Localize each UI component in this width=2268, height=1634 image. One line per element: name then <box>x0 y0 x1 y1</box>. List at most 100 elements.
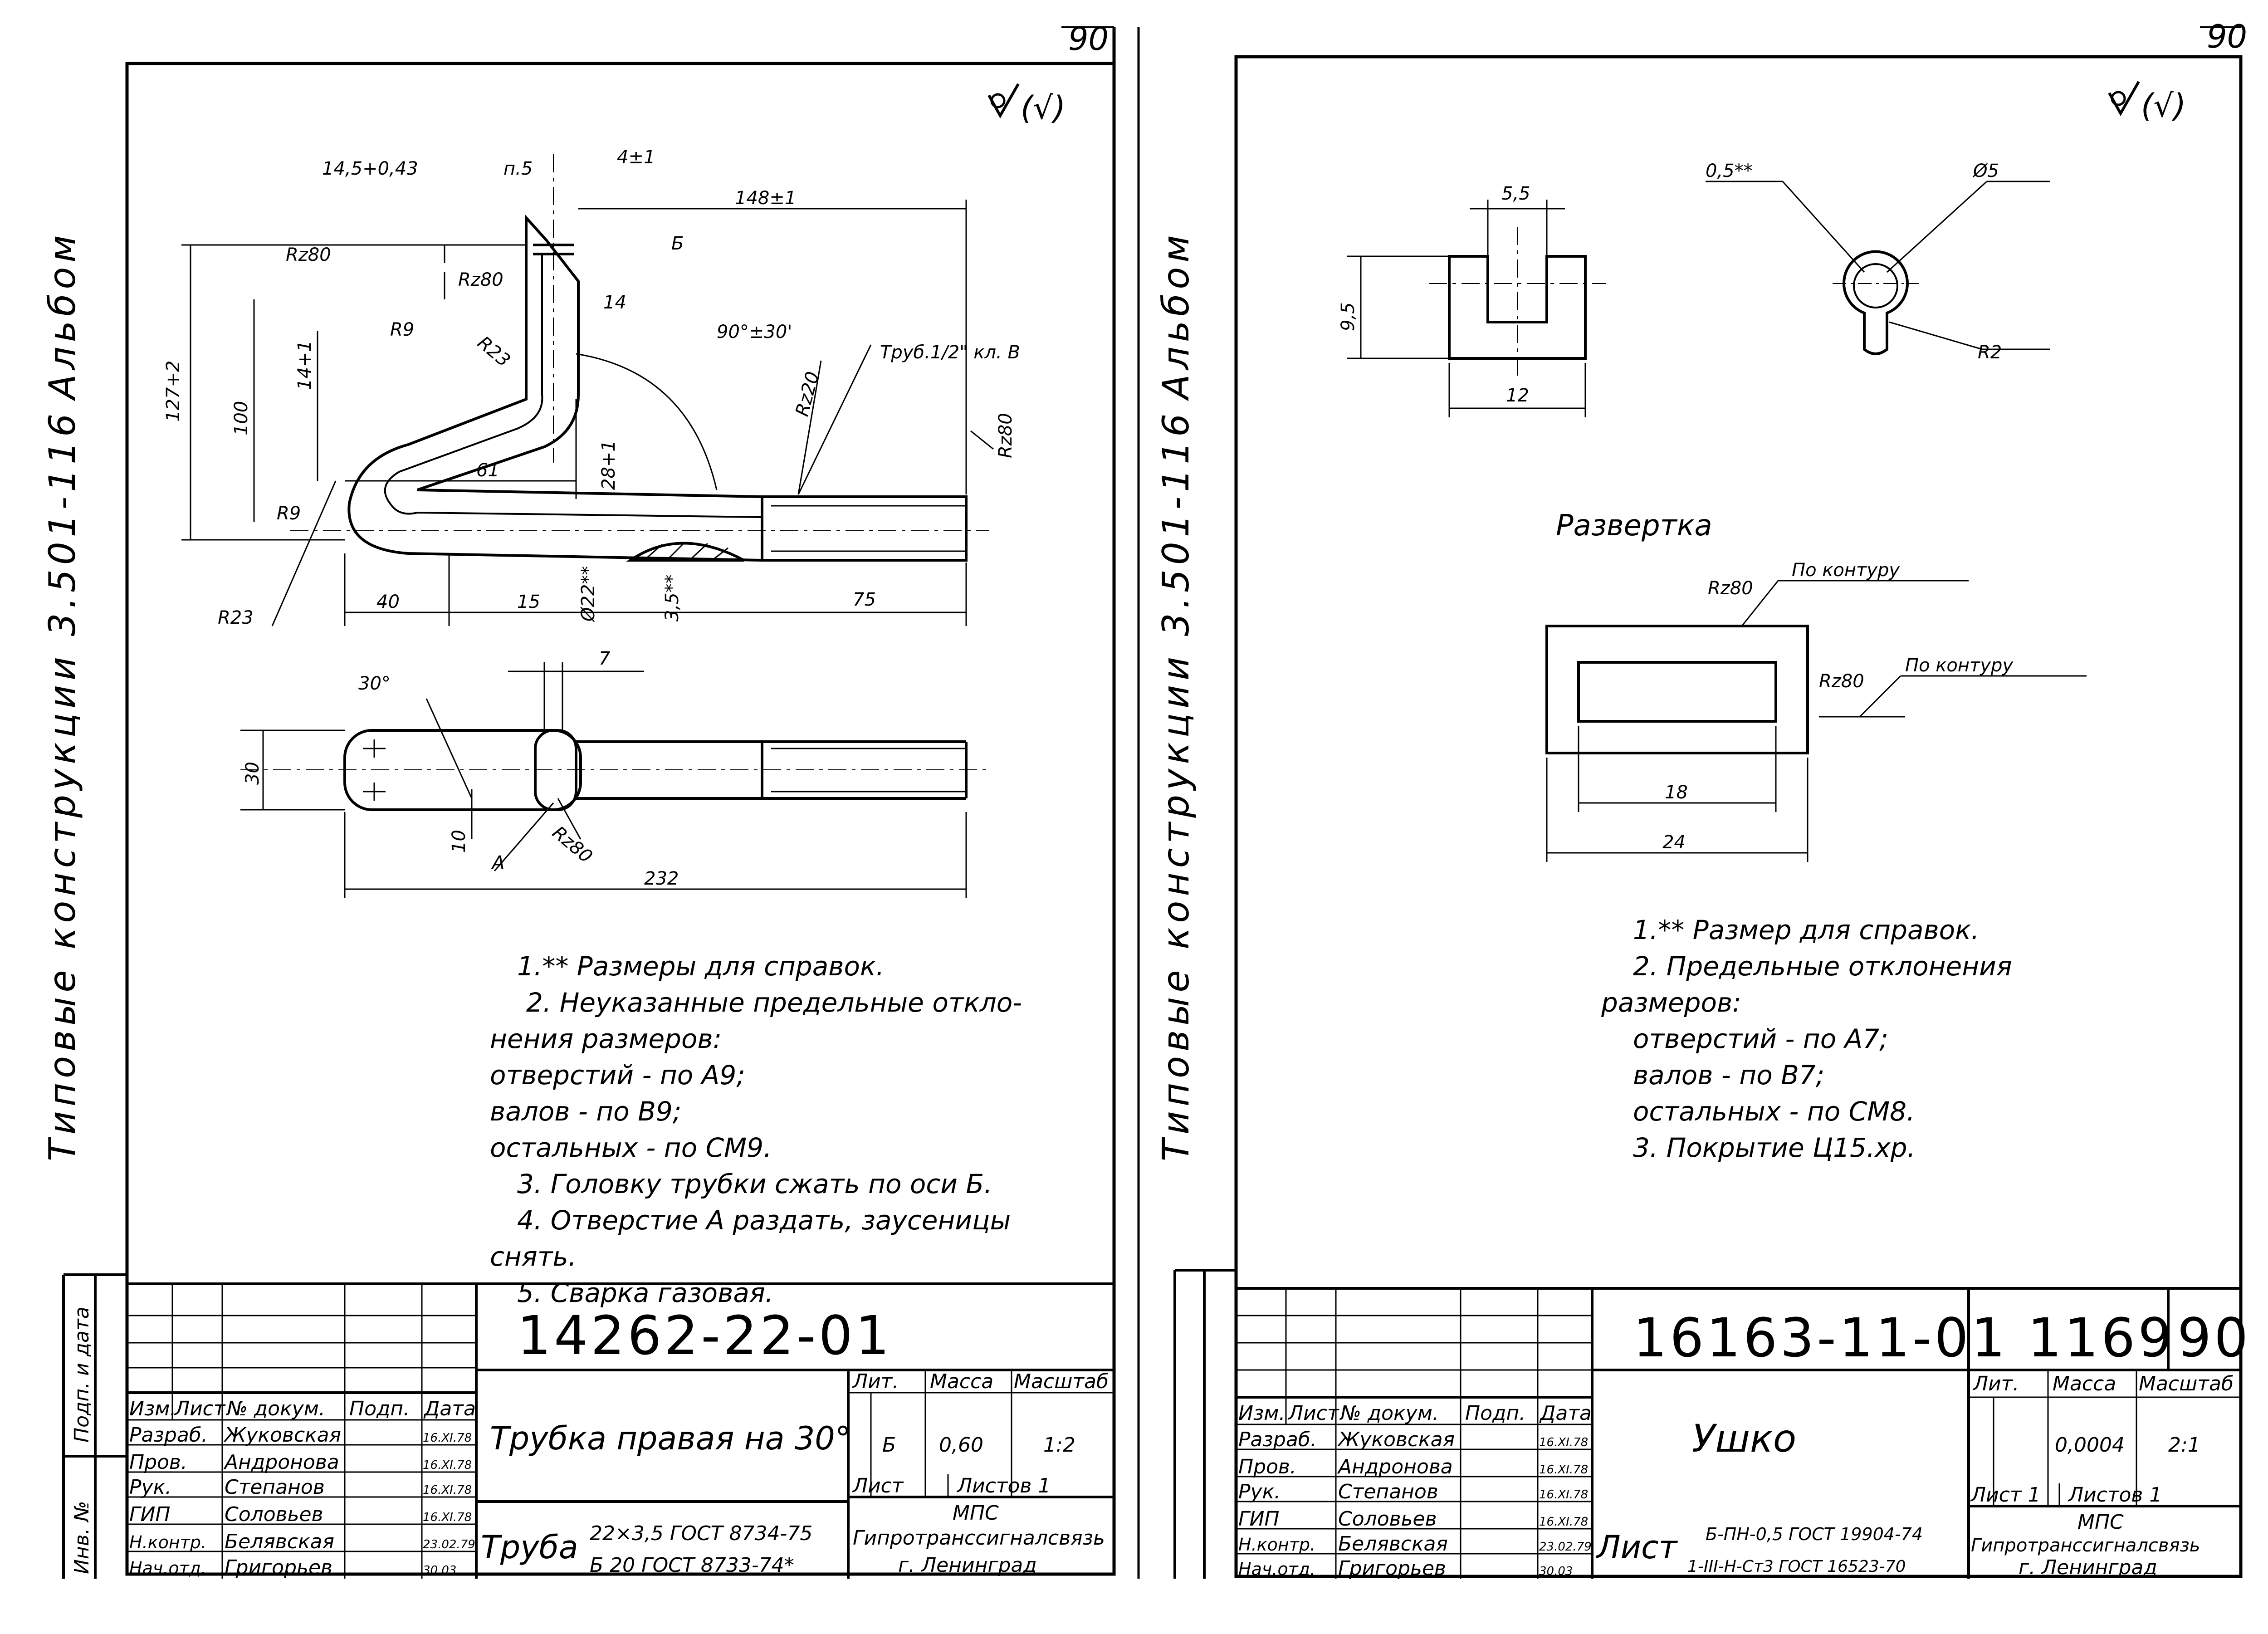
right-col-list: Лист <box>1287 1402 1339 1425</box>
right-note-3: размеров: <box>1601 987 1741 1018</box>
left-name-0: Жуковская <box>223 1424 341 1447</box>
right-part-name: Ушко <box>1692 1416 1796 1461</box>
right-note-7: 3. Покрытие Ц15.хр. <box>1633 1132 1916 1163</box>
right-role-3: ГИП <box>1238 1507 1280 1531</box>
dim-r23-bottom: R23 <box>218 607 254 628</box>
dim-tube-spec: Труб.1/2" кл. В <box>880 342 1020 363</box>
right-date-3: 16.XI.78 <box>1539 1515 1588 1529</box>
right-hdr-lit: Лит. <box>1972 1372 2019 1395</box>
dim-contour-2: По контуру <box>1905 655 2014 676</box>
left-note-10: 5. Сварка газовая. <box>517 1277 773 1308</box>
right-material-1: Б-ПН-0,5 ГОСТ 19904-74 <box>1706 1524 1923 1544</box>
right-name-3: Соловьев <box>1338 1507 1437 1531</box>
ushko-development-labels: Rz80 По контуру Rz80 По контуру 18 24 <box>1662 560 2014 853</box>
right-roughness-text: (√) <box>2141 87 2186 124</box>
right-note-6: остальных - по CM8. <box>1633 1096 1915 1127</box>
left-name-1: Андронова <box>223 1451 339 1474</box>
left-mass-value: 0,60 <box>939 1433 983 1457</box>
left-lit-value: Б <box>882 1433 896 1457</box>
left-org-2: Гипротранссигналсвязь <box>853 1526 1105 1550</box>
left-role-2: Рук. <box>129 1476 171 1499</box>
ushko-front-dims <box>1347 200 1586 417</box>
left-date-2: 16.XI.78 <box>423 1483 472 1497</box>
right-note-1: 1.** Размер для справок. <box>1633 915 1980 945</box>
left-date-1: 16.XI.78 <box>423 1458 472 1472</box>
dim-5-5: 5,5 <box>1501 183 1530 204</box>
left-note-5: валов - по B9; <box>490 1096 681 1127</box>
ushko-section-dims <box>1706 181 2050 350</box>
left-org-3: г. Ленинград <box>898 1554 1037 1577</box>
right-name-0: Жуковская <box>1337 1428 1455 1451</box>
dim-p5: п.5 <box>503 158 533 179</box>
left-role-1: Пров. <box>129 1451 187 1474</box>
dim-127: 127+2 <box>163 361 184 422</box>
dim-100: 100 <box>231 401 252 435</box>
dim-r2: R2 <box>1978 342 2002 363</box>
right-title-block: 16163-11-01 1169 90 Ушко Лит. Масса Масш… <box>1173 1269 2248 1580</box>
tube-plan-labels: 30° 7 30 10 A Rz80 232 <box>242 648 679 889</box>
dim-14-5: 14,5+0,43 <box>322 158 418 179</box>
right-roughness-mark: (√) <box>2108 81 2186 124</box>
right-mass-value: 0,0004 <box>2055 1433 2125 1457</box>
dim-15: 15 <box>517 592 540 612</box>
right-role-1: Пров. <box>1238 1455 1296 1478</box>
right-hdr-scale: Масштаб <box>2139 1372 2234 1395</box>
dim-0-5: 0,5** <box>1706 161 1753 181</box>
right-side-caption: Типовые конструкции 3.501-116 Альбом <box>1155 230 1197 1161</box>
left-part-name: Трубка правая на 30° <box>490 1420 851 1457</box>
ushko-front-view <box>1429 227 1606 377</box>
right-col-izm: Изм. <box>1238 1402 1286 1425</box>
left-role-4: Н.контр. <box>129 1532 206 1552</box>
left-name-4: Белявская <box>225 1530 334 1553</box>
right-role-2: Рук. <box>1238 1480 1281 1503</box>
dim-4-pm-1: 4±1 <box>617 147 655 168</box>
right-org-1: МПС <box>2077 1511 2124 1534</box>
right-note-4: отверстий - по A7; <box>1633 1023 1888 1054</box>
right-sheet-frame <box>1234 26 2243 1578</box>
right-date-0: 16.XI.78 <box>1539 1436 1588 1449</box>
left-date-4: 23.02.79 <box>423 1538 475 1551</box>
right-hdr-sheet: Лист 1 <box>1970 1483 2040 1507</box>
dim-r23-top: R23 <box>474 332 514 371</box>
right-org-2: Гипротранссигналсвязь <box>1971 1535 2200 1556</box>
right-page-number: 90 <box>2207 18 2247 55</box>
left-note-1: 1.** Размеры для справок. <box>517 951 884 982</box>
right-name-5: Григорьев <box>1338 1557 1446 1580</box>
dim-232: 232 <box>644 868 679 889</box>
left-note-9: снять. <box>490 1241 577 1272</box>
left-name-2: Степанов <box>225 1476 325 1499</box>
left-hdr-lit: Лит. <box>852 1370 899 1393</box>
right-doc-number: 16163-11-01 <box>1633 1306 2008 1369</box>
left-col-izm: Изм. <box>129 1397 176 1420</box>
left-material-label: Труба <box>481 1529 578 1566</box>
right-material-2: 1-III-Н-Ст3 ГОСТ 16523-70 <box>1687 1557 1906 1576</box>
dim-r9-top: R9 <box>390 319 414 340</box>
ushko-section-labels: 0,5** Ø5 R2 <box>1706 161 2002 363</box>
left-org-1: МПС <box>953 1502 999 1525</box>
right-col-docnum: № докум. <box>1339 1402 1439 1425</box>
right-date-1: 16.XI.78 <box>1539 1463 1588 1477</box>
dim-148-pm-1: 148±1 <box>735 188 796 209</box>
left-note-3: нения размеров: <box>490 1023 722 1054</box>
left-notes: 1.** Размеры для справок. 2. Неуказанные… <box>490 951 1022 1308</box>
right-role-5: Нач.отд. <box>1238 1559 1315 1579</box>
dim-61: 61 <box>476 460 499 481</box>
right-date-2: 16.XI.78 <box>1539 1488 1588 1502</box>
tube-plan-view <box>240 729 989 811</box>
dim-rz80-a: Rz80 <box>286 245 331 265</box>
left-roughness-mark: (√) <box>987 83 1066 127</box>
dim-24: 24 <box>1662 832 1686 853</box>
left-name-5: Григорьев <box>225 1556 332 1579</box>
right-note-5: валов - по B7; <box>1633 1060 1824 1091</box>
dim-7: 7 <box>599 648 611 669</box>
left-hdr-mass: Масса <box>930 1370 993 1393</box>
dim-28: 28+1 <box>598 440 619 490</box>
left-col-sign: Подп. <box>349 1397 410 1420</box>
dim-12: 12 <box>1506 385 1529 406</box>
left-role-5: Нач.отд. <box>129 1558 206 1578</box>
left-name-3: Соловьев <box>225 1503 323 1526</box>
right-date-4: 23.02.79 <box>1539 1540 1592 1554</box>
left-col-docnum: № докум. <box>225 1397 325 1420</box>
left-note-4: отверстий - по A9; <box>490 1060 745 1091</box>
